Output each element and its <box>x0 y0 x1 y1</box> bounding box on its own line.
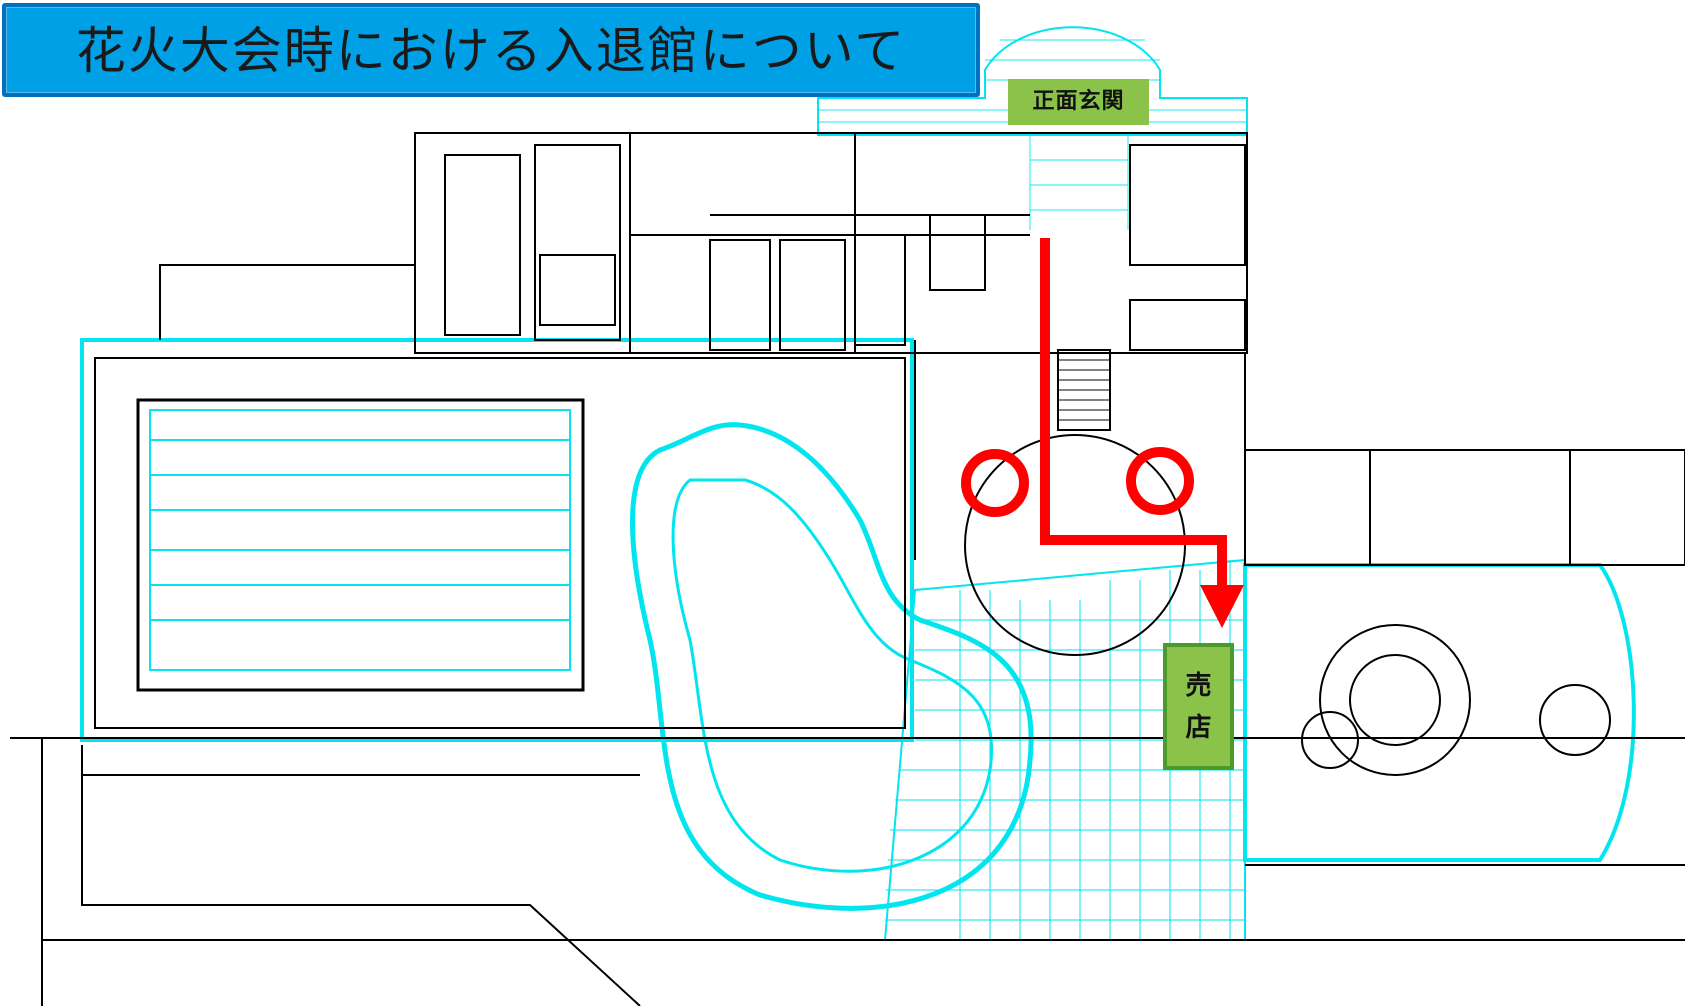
north-building <box>414 132 1248 354</box>
pool-hall-outline <box>80 338 914 742</box>
gate-circle-right <box>1126 447 1194 515</box>
main-entrance-label: 正面玄関 <box>1008 79 1149 125</box>
title-banner: 花火大会時における入退館について <box>2 3 980 97</box>
lazy-river-outer <box>630 422 1034 911</box>
pool-hall-wall <box>94 357 906 729</box>
entrance-canopy <box>817 26 1248 136</box>
cyan-grid-areas <box>80 26 1636 941</box>
route-line <box>1040 238 1227 595</box>
route-arrowhead <box>1200 585 1244 628</box>
shop-label-line1: 売 <box>1185 671 1212 701</box>
page-title: 花火大会時における入退館について <box>75 22 907 80</box>
lap-pool <box>149 409 571 671</box>
east-wing-pool <box>1243 563 1636 862</box>
walls <box>10 132 1685 1006</box>
gate-circle-left <box>961 449 1029 517</box>
lazy-river-inner <box>671 478 993 873</box>
shop-label: 売 店 <box>1163 643 1234 770</box>
east-corridor <box>1244 449 1685 566</box>
route-arrow <box>1040 238 1244 628</box>
shop-label-line2: 店 <box>1185 713 1212 743</box>
